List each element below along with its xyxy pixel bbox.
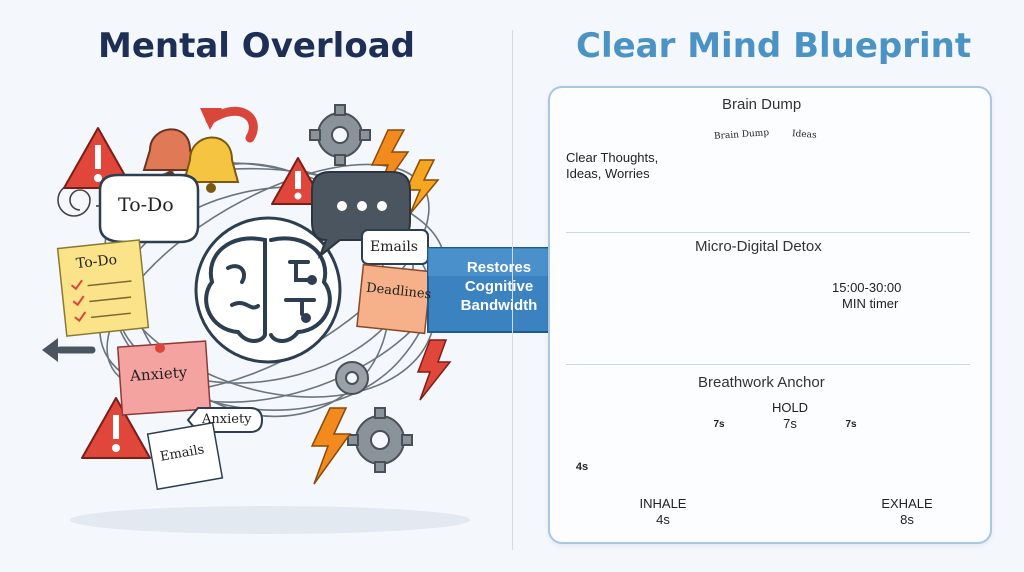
alert-triangle-icon [81, 397, 151, 459]
hold-timer-label-right: 7s [845, 419, 857, 430]
section-separator [566, 232, 970, 233]
lightning-bolt-icon [310, 407, 352, 485]
gear-icon [335, 361, 369, 395]
hold-timer-label-left: 7s [713, 419, 725, 430]
breath-title: Breathwork Anchor [698, 374, 825, 391]
brain-dump-title: Brain Dump [722, 96, 802, 113]
detox-title: Micro-Digital Detox [695, 238, 822, 255]
brain-dump-desc-2: Ideas, Worries [566, 166, 650, 181]
anxiety-note-shape [116, 340, 212, 416]
inhale-label-1: INHALE [639, 496, 687, 511]
blueprint-panel [548, 86, 992, 544]
inhale-label-2: 4s [656, 512, 670, 527]
arrow-line-3: Bandwidth [460, 297, 538, 314]
brain-dump-desc-1: Clear Thoughts, [566, 150, 659, 165]
emails-note-shape [146, 421, 224, 491]
exhale-label-2: 8s [900, 512, 914, 527]
section-separator [566, 364, 970, 365]
left-title: Mental Overload [98, 26, 415, 66]
timer-label-2: MIN timer [842, 296, 899, 311]
todo-bubble-label: To-Do [118, 194, 174, 216]
arrow-line-1: Restores [466, 259, 532, 276]
restores-arrow-text: Restores Cognitive Bandwidth [440, 258, 558, 315]
notebook-right-heading: Ideas [791, 129, 817, 141]
lightning-bolt-icon [416, 339, 452, 401]
phone-pause-label: PAUSE [768, 312, 792, 319]
curved-arrow-icon [205, 106, 258, 143]
hold-label-1: HOLD [771, 400, 809, 415]
arrow-left-icon [42, 338, 96, 362]
hold-label-2: 7s [783, 416, 797, 431]
arrow-line-2: Cognitive [464, 278, 534, 295]
brain-circle [194, 216, 342, 364]
todo-note [56, 239, 150, 337]
anxiety-note-label: Anxiety [129, 363, 188, 385]
phone-min-label: MIN [773, 321, 787, 328]
anxiety-tag-label: Anxiety [202, 412, 252, 427]
ground-shadow [70, 506, 470, 534]
center-divider [512, 30, 513, 550]
todo-bubble-shape [98, 173, 200, 262]
right-title: Clear Mind Blueprint [576, 26, 972, 66]
gear-icon [309, 104, 371, 166]
inhale-timer-label: 4s [575, 461, 589, 473]
curved-arrow-head-icon [200, 108, 222, 130]
bell-icon [182, 136, 240, 193]
brain-icon [204, 236, 332, 343]
emails-tag-label: Emails [370, 239, 418, 255]
timer-label-1: 15:00-30:00 [832, 280, 902, 295]
alert-triangle-icon [63, 127, 133, 189]
gear-icon [347, 407, 413, 473]
exhale-label-1: EXHALE [881, 496, 933, 511]
